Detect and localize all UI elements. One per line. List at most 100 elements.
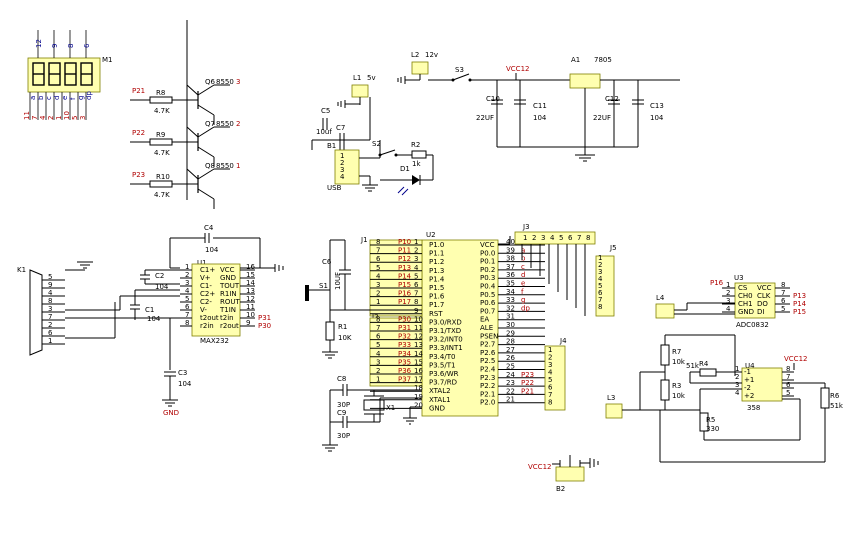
opamp-pin-number: 1 (735, 365, 739, 373)
mcu-pin-name: P2.0 (480, 399, 495, 407)
opamp-pin-number: 6 (786, 381, 791, 389)
display-bottom-pin: 11 (23, 111, 31, 120)
mcu-pin-name: P0.5 (480, 291, 495, 299)
opamp-pin-number: 8 (786, 365, 790, 373)
mcu-pin-number: 4 (414, 264, 419, 272)
j3-pin-number: 5 (559, 234, 563, 242)
c3-ref: C3 (178, 369, 187, 377)
u1-pin-name: t2in (220, 314, 234, 322)
j4-pin-number: 4 (548, 369, 553, 377)
k1-ref: K1 (17, 266, 26, 274)
vcc12-net: VCC12 (506, 65, 529, 73)
opamp-input-mark: -2 (744, 384, 751, 392)
mcu-net-label: P30 (398, 315, 411, 323)
usb-pin-number: 4 (340, 173, 345, 181)
j4-pin-number: 1 (548, 346, 552, 354)
adc-pin-number: 7 (781, 289, 785, 297)
display-bottom-pin: 1 (55, 116, 63, 120)
mcu-header-pin: 1 (376, 376, 380, 384)
mcu-pin-name: P3.0/RXD (429, 318, 462, 326)
u1-pin-name: C1- (200, 282, 212, 290)
j5-pin-number: 2 (598, 261, 602, 269)
display-segment-name: g (77, 96, 85, 100)
display-bottom-pin: 2 (47, 116, 55, 120)
transistor-res-val: 4.7K (154, 191, 170, 199)
transistor-res-ref: R8 (156, 89, 165, 97)
j4-pin-number: 7 (548, 391, 552, 399)
display-top-pin: 12 (35, 39, 43, 48)
r1-val: 10K (338, 334, 352, 342)
adc-pin-name: VCC (757, 284, 772, 292)
j4-ref: J4 (559, 337, 567, 345)
db9-pin-number: 4 (48, 289, 53, 297)
mcu-net-label: a (521, 246, 525, 254)
mcu-pin-name: EA (480, 316, 489, 324)
db9-pin-number: 7 (48, 313, 52, 321)
transistor-res-ref: R9 (156, 131, 165, 139)
mcu-net-label: P36 (398, 367, 412, 375)
adc-net-label: P13 (793, 292, 806, 300)
display-bottom-pin: 5 (71, 116, 79, 120)
c6-val: 10UF (334, 272, 342, 290)
r3-val: 10k (672, 392, 686, 400)
u1-ref: U1 (197, 259, 207, 267)
transistor-net: P21 (132, 87, 145, 95)
mcu-pin-name: P0.2 (480, 266, 495, 274)
display-segment-name: b (37, 95, 45, 100)
mcu-pin-number: 20 (414, 401, 423, 409)
mcu-pin-name: P2.2 (480, 382, 495, 390)
s1-ref: S1 (319, 282, 328, 290)
mcu-pin-number: 6 (414, 281, 419, 289)
mcu-net-label: P32 (398, 333, 411, 341)
j3-pin-number: 3 (541, 234, 545, 242)
c11-ref: C11 (533, 102, 547, 110)
mcu-net-label: f (521, 288, 524, 296)
mcu-pin-number: 15 (414, 358, 423, 366)
transistor-net: P23 (132, 171, 145, 179)
transistor-part: 8550 (216, 162, 234, 170)
display-top-pin: 9 (51, 44, 59, 48)
mcu-pin-number: 37 (506, 263, 515, 271)
mcu-pin-name: P3.4/T0 (429, 353, 455, 361)
r6-val: 51k (830, 402, 844, 410)
c11-val: 104 (533, 114, 547, 122)
c4-val: 104 (205, 246, 219, 254)
adc-pin-name: CH1 (738, 300, 753, 308)
j3-pin-number: 6 (568, 234, 573, 242)
u1-pin-number: 8 (185, 319, 189, 327)
mcu-header-pin: 5 (376, 264, 380, 272)
db9-pin-number: 2 (48, 321, 52, 329)
mcu-header-pin: 4 (376, 350, 381, 358)
mcu-header-pin: 1 (376, 298, 380, 306)
j4-pin-number: 8 (548, 399, 552, 407)
adc-net-label: P15 (793, 308, 806, 316)
c12-val: 22UF (593, 114, 611, 122)
display-top-pin: 6 (83, 43, 91, 48)
db9-pin-number: 5 (48, 273, 52, 281)
b1-ref: B1 (327, 142, 336, 150)
l3-ref: L3 (607, 394, 615, 402)
u1-pin-number: 16 (246, 263, 255, 271)
mcu-pin-number: 13 (414, 341, 423, 349)
adc-pin-name: CH0 (738, 292, 753, 300)
c5-ref: C5 (321, 107, 330, 115)
adc-pin-name: DI (757, 308, 764, 316)
u1-pin-name: V- (200, 306, 207, 314)
mcu-pin-name: P3.5/T1 (429, 361, 455, 369)
mcu-pin-name: XTAL2 (429, 387, 451, 395)
u1-pin-number: 14 (246, 279, 255, 287)
j1-ref: J1 (360, 236, 368, 244)
adc-pin-number: 5 (781, 305, 785, 313)
j3-ref: J3 (522, 223, 530, 231)
opamp-input-mark: +2 (744, 392, 754, 400)
l1-ref: L1 (353, 74, 361, 82)
transistor-part: 8550 (216, 78, 234, 86)
j3-pin-number: 7 (577, 234, 581, 242)
mcu-net-label: P31 (398, 324, 411, 332)
c9-val: 30P (337, 432, 350, 440)
adc-pin-number: 6 (781, 297, 786, 305)
opamp-pin-number: 2 (735, 373, 739, 381)
u3-ref: U3 (734, 274, 744, 282)
u1-pin-number: 2 (185, 271, 189, 279)
